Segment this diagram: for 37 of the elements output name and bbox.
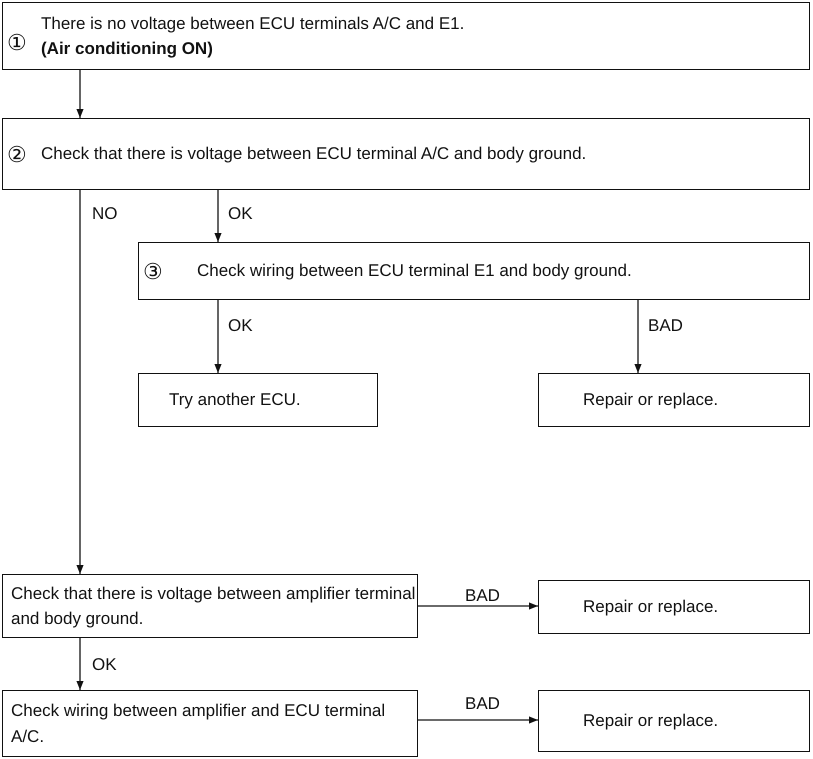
arrow <box>76 638 84 690</box>
arrow <box>76 190 84 574</box>
process-box <box>2 574 418 638</box>
step-number: ① <box>7 32 27 54</box>
arrow <box>418 716 538 724</box>
step-number: ③ <box>143 261 163 283</box>
process-box <box>2 2 810 70</box>
arrow <box>76 70 84 118</box>
process-box <box>2 690 418 757</box>
arrow <box>214 300 222 373</box>
arrow <box>418 602 538 610</box>
step-text: Check wiring between ECU terminal E1 and body ground. <box>197 260 632 282</box>
step-text: Check that there is voltage between ECU terminal A/C and body ground. <box>41 143 586 166</box>
arrow <box>634 300 642 373</box>
step-text: Repair or replace. <box>583 389 718 412</box>
edge-label: OK <box>228 204 253 224</box>
edge-label: BAD <box>648 316 683 336</box>
process-box <box>138 242 810 300</box>
edge-label: NO <box>92 204 118 224</box>
step-text: Check wiring between amplifier and ECU terminal A/C. <box>11 700 386 748</box>
edge-label: OK <box>228 316 253 336</box>
step-text: There is no voltage between ECU terminals A/C and E1. <box>41 12 464 34</box>
process-box <box>538 690 810 752</box>
process-box <box>138 373 378 427</box>
edge-label: BAD <box>465 694 500 714</box>
edge-label: BAD <box>465 586 500 606</box>
edge-label: OK <box>92 655 117 675</box>
process-box <box>538 373 810 427</box>
step-text: Repair or replace. <box>583 596 718 618</box>
step-note: (Air conditioning ON) <box>41 38 214 60</box>
process-box <box>2 118 810 190</box>
step-number: ② <box>7 144 27 166</box>
step-text: Repair or replace. <box>583 710 718 732</box>
step-text: Try another ECU. <box>169 389 301 412</box>
step-text: Check that there is voltage between amplifier terminal and body ground. <box>11 582 416 630</box>
arrow <box>214 190 222 242</box>
process-box <box>538 580 810 634</box>
